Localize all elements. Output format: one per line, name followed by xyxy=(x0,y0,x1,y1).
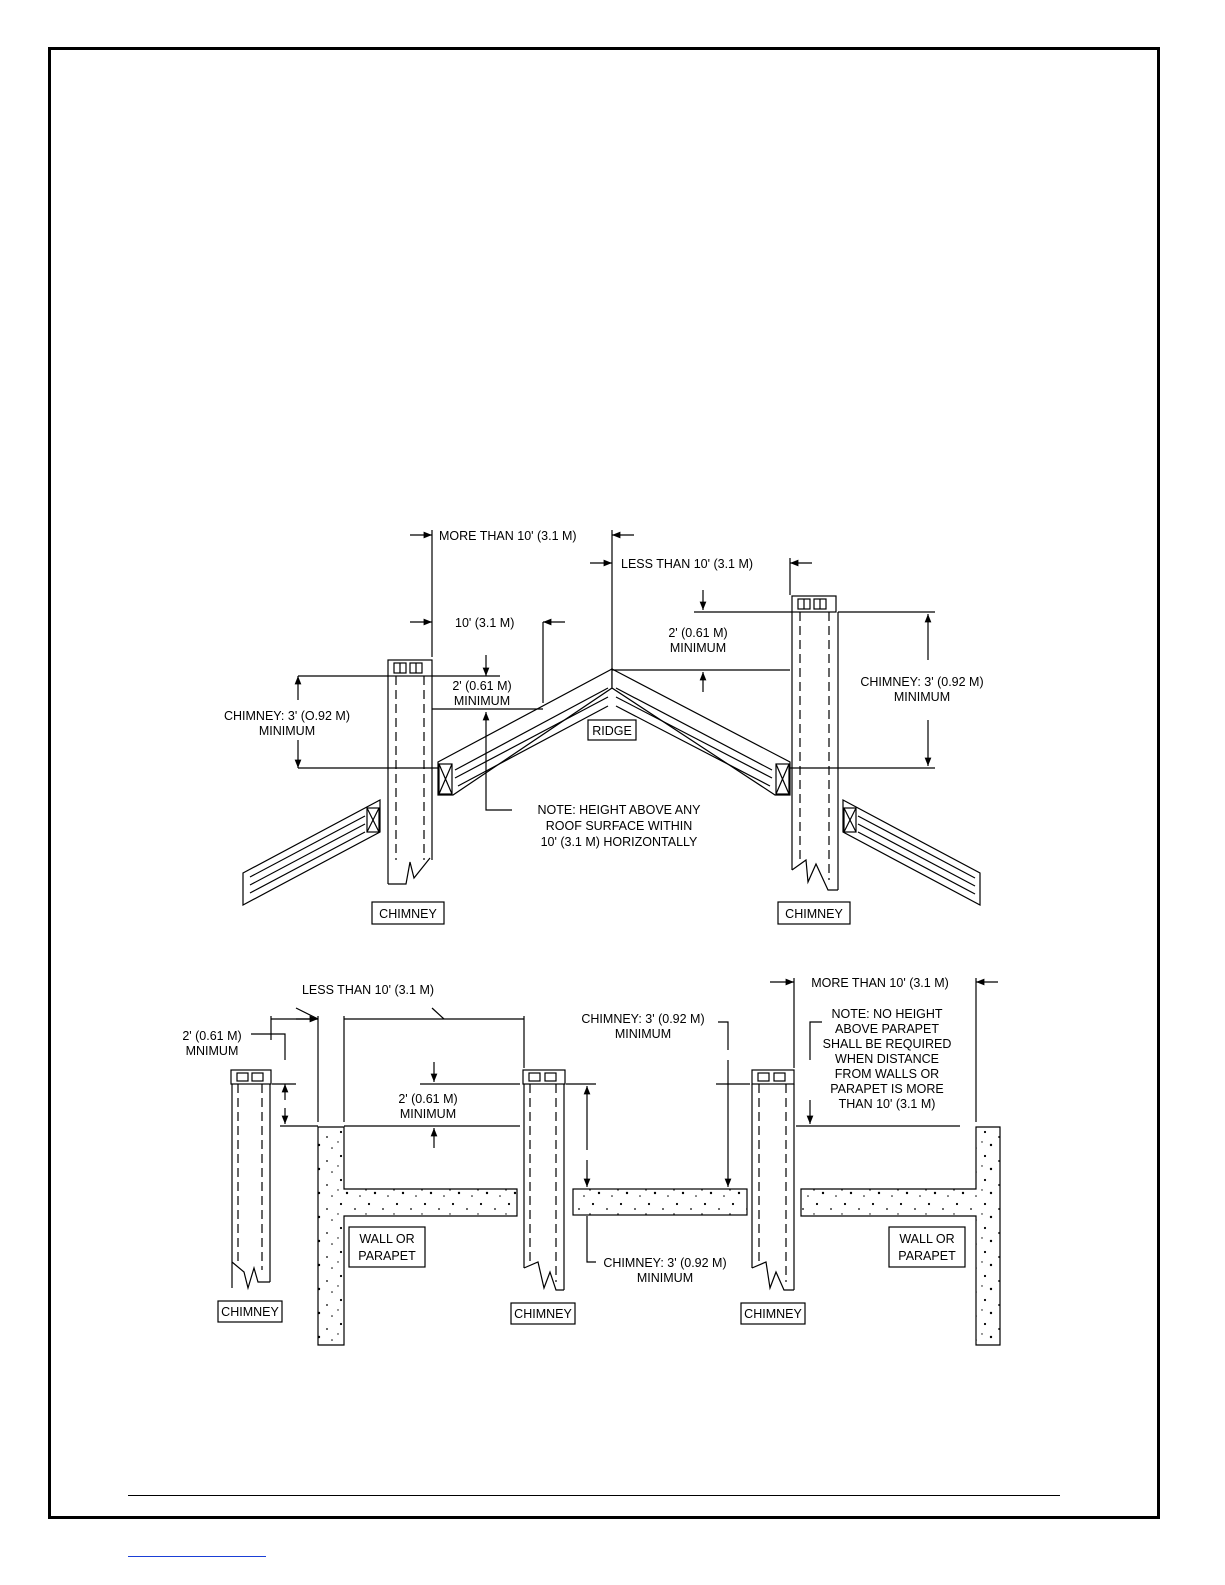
chimney-label-bottom-left: CHIMNEY xyxy=(221,1305,279,1319)
roof-plank-left-slope xyxy=(437,667,613,796)
chimney-label-box-right xyxy=(777,901,851,925)
wall-right-line2: PARAPET xyxy=(898,1249,956,1263)
parapet-note-line3: SHALL BE REQUIRED xyxy=(823,1037,952,1051)
dim-less-than-10: LESS THAN 10' (3.1 M) xyxy=(621,557,753,571)
roof-plank-right-slope xyxy=(611,668,791,796)
parapet-wall-right xyxy=(800,1126,1001,1346)
roof-note-line2: ROOF SURFACE WITHIN xyxy=(546,819,693,833)
chimney-top-min-line2: MINIMUM xyxy=(615,1027,671,1041)
left-clearance-line2: MINIMUM xyxy=(454,694,510,708)
chimney-bottom-min-line1: CHIMNEY: 3' (0.92 M) xyxy=(603,1256,726,1270)
chimney-label-box-bottom-center xyxy=(510,1302,576,1325)
roof-note-line1: NOTE: HEIGHT ABOVE ANY xyxy=(537,803,701,817)
roof-view-text: MORE THAN 10' (3.1 M) LESS THAN 10' (3.1… xyxy=(224,529,984,921)
chimney-roof-right xyxy=(791,595,839,891)
footer-link-underline[interactable] xyxy=(128,1556,266,1557)
chimney-label-bottom-right: CHIMNEY xyxy=(744,1307,802,1321)
chimney-parapet-center xyxy=(522,1069,566,1291)
right-clearance-line1: 2' (0.61 M) xyxy=(668,626,727,640)
roof-plank-left-lower xyxy=(242,799,381,906)
right-clearance-line2: MINIMUM xyxy=(670,641,726,655)
chimney-label-box-left xyxy=(371,901,445,925)
parapet-note-line2: ABOVE PARAPET xyxy=(835,1022,939,1036)
chimney-label-box-bottom-left xyxy=(217,1300,283,1323)
right-chimney-height-line1: CHIMNEY: 3' (0.92 M) xyxy=(860,675,983,689)
parapet-note-line4: WHEN DISTANCE xyxy=(835,1052,939,1066)
right-chimney-height-line2: MINIMUM xyxy=(894,690,950,704)
dimension-lines-roof xyxy=(294,530,935,811)
chimney-label-bottom-center: CHIMNEY xyxy=(514,1307,572,1321)
roof-slab-middle xyxy=(572,1188,748,1216)
parapet-note-line1: NOTE: NO HEIGHT xyxy=(831,1007,942,1021)
dim-less-than-10-bottom: LESS THAN 10' (3.1 M) xyxy=(302,983,434,997)
left-min-line1: 2' (0.61 M) xyxy=(182,1029,241,1043)
left-min-line2: MNIMUM xyxy=(186,1044,239,1058)
chimney-bottom-min-line2: MINIMUM xyxy=(637,1271,693,1285)
wall-label-box-right xyxy=(888,1226,966,1268)
wall-left-line2: PARAPET xyxy=(358,1249,416,1263)
parapet-note-line6: PARAPET IS MORE xyxy=(830,1082,943,1096)
roof-note-line3: 10' (3.1 M) HORIZONTALLY xyxy=(541,835,698,849)
parapet-view-text: LESS THAN 10' (3.1 M) MORE THAN 10' (3.1… xyxy=(182,976,956,1321)
chimney-top-min-line1: CHIMNEY: 3' (0.92 M) xyxy=(581,1012,704,1026)
chimney-label-box-bottom-right xyxy=(740,1302,806,1325)
chimney-roof-left xyxy=(387,659,433,885)
parapet-note-line7: THAN 10' (3.1 M) xyxy=(839,1097,936,1111)
left-chimney-height-line2: MINIMUM xyxy=(259,724,315,738)
dim-more-than-10-bottom: MORE THAN 10' (3.1 M) xyxy=(811,976,949,990)
dim-10-feet: 10' (3.1 M) xyxy=(455,616,514,630)
left-chimney-height-line1: CHIMNEY: 3' (O.92 M) xyxy=(224,709,350,723)
bottom-rule xyxy=(128,1495,1060,1496)
center-min-line2: MINIMUM xyxy=(400,1107,456,1121)
ridge-label: RIDGE xyxy=(592,724,632,738)
parapet-wall-left xyxy=(317,1126,518,1346)
ridge-label-box xyxy=(587,719,637,741)
left-clearance-line1: 2' (0.61 M) xyxy=(452,679,511,693)
chimney-parapet-left xyxy=(230,1069,272,1291)
roof-plank-right-lower xyxy=(842,799,981,906)
page-frame xyxy=(48,47,1160,1519)
wall-right-line1: WALL OR xyxy=(899,1232,954,1246)
wall-left-line1: WALL OR xyxy=(359,1232,414,1246)
wall-label-box-left xyxy=(348,1226,426,1268)
dimension-lines-parapet xyxy=(251,978,998,1263)
chimney-label-right: CHIMNEY xyxy=(785,907,843,921)
chimney-parapet-right xyxy=(751,1069,795,1291)
dim-more-than-10: MORE THAN 10' (3.1 M) xyxy=(439,529,577,543)
center-min-line1: 2' (0.61 M) xyxy=(398,1092,457,1106)
chimney-label-left: CHIMNEY xyxy=(379,907,437,921)
parapet-note-line5: FROM WALLS OR xyxy=(835,1067,939,1081)
